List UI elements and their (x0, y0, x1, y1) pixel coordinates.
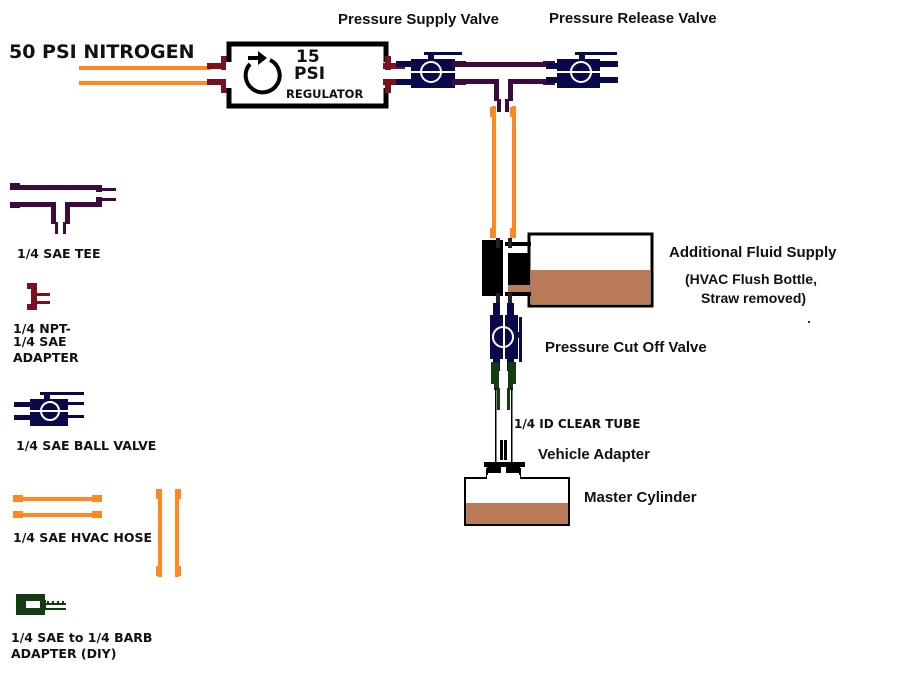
source-label: 50 PSI NITROGEN (9, 41, 195, 63)
legend-barb-label: 1/4 SAE to 1/4 BARB ADAPTER (DIY) (11, 630, 152, 662)
fluid-supply-title: Additional Fluid Supply (669, 244, 837, 261)
release-ball-valve (546, 52, 618, 88)
legend-adapter-label: 1/4 NPT- 1/4 SAE ADAPTER (13, 321, 79, 366)
barb-adapter (491, 362, 516, 410)
rotate-arrow-icon (243, 51, 282, 95)
tee-fitting-icon (10, 183, 116, 234)
fluid-supply-note-1: (HVAC Flush Bottle, (685, 271, 817, 287)
cutoff-ball-valve (490, 303, 522, 371)
clear-tube-label: 1/4 ID CLEAR TUBE (514, 417, 641, 431)
fluid-supply-bottle (482, 232, 654, 308)
legend-tee-label: 1/4 SAE TEE (17, 246, 100, 262)
regulator-pressure: 15 (296, 47, 320, 67)
stray-dot (808, 321, 810, 323)
ball-valve-icon (14, 392, 84, 426)
legend-ball-valve-line: 1/4 SAE BALL VALVE (16, 438, 157, 453)
legend-hose-label: 1/4 SAE HVAC HOSE (13, 530, 152, 546)
master-cylinder-label: Master Cylinder (584, 489, 697, 506)
legend-barb-line-1: 1/4 SAE to 1/4 BARB (11, 630, 153, 645)
hvac-hose-vertical-icon (156, 489, 181, 577)
inlet-npt-adapter (207, 56, 229, 93)
regulator-label: REGULATOR (286, 87, 364, 101)
clear-tube (495, 388, 513, 463)
cutoff-valve-label: Pressure Cut Off Valve (545, 339, 707, 356)
legend-adapter-line-3: ADAPTER (13, 350, 79, 365)
hvac-hose-icon (13, 495, 102, 518)
barb-adapter-icon (16, 594, 66, 615)
tee-fitting (452, 61, 555, 112)
legend-adapter-line-2: 1/4 SAE (13, 334, 67, 349)
supply-ball-valve (396, 52, 462, 88)
regulator-unit: PSI (294, 64, 326, 84)
legend-ball-valve-label: 1/4 SAE BALL VALVE (16, 438, 156, 454)
nitrogen-inlet-hose (79, 66, 211, 85)
legend-adapter-line-1: 1/4 NPT- (13, 321, 71, 336)
legend-tee-line: 1/4 SAE TEE (17, 246, 101, 261)
master-cylinder (464, 475, 570, 526)
supply-valve-label: Pressure Supply Valve (338, 11, 499, 28)
vehicle-adapter-label: Vehicle Adapter (538, 446, 650, 463)
npt-sae-adapter-icon (27, 283, 50, 310)
fluid-supply-note-2: Straw removed) (701, 290, 807, 306)
vehicle-adapter (484, 462, 525, 480)
regulator-box (226, 41, 389, 109)
vertical-hvac-hose (490, 106, 516, 238)
release-valve-label: Pressure Release Valve (549, 10, 717, 27)
outlet-npt-adapter (383, 56, 405, 93)
legend-barb-line-2: ADAPTER (DIY) (11, 646, 117, 661)
legend-hose-line: 1/4 SAE HVAC HOSE (13, 530, 152, 545)
